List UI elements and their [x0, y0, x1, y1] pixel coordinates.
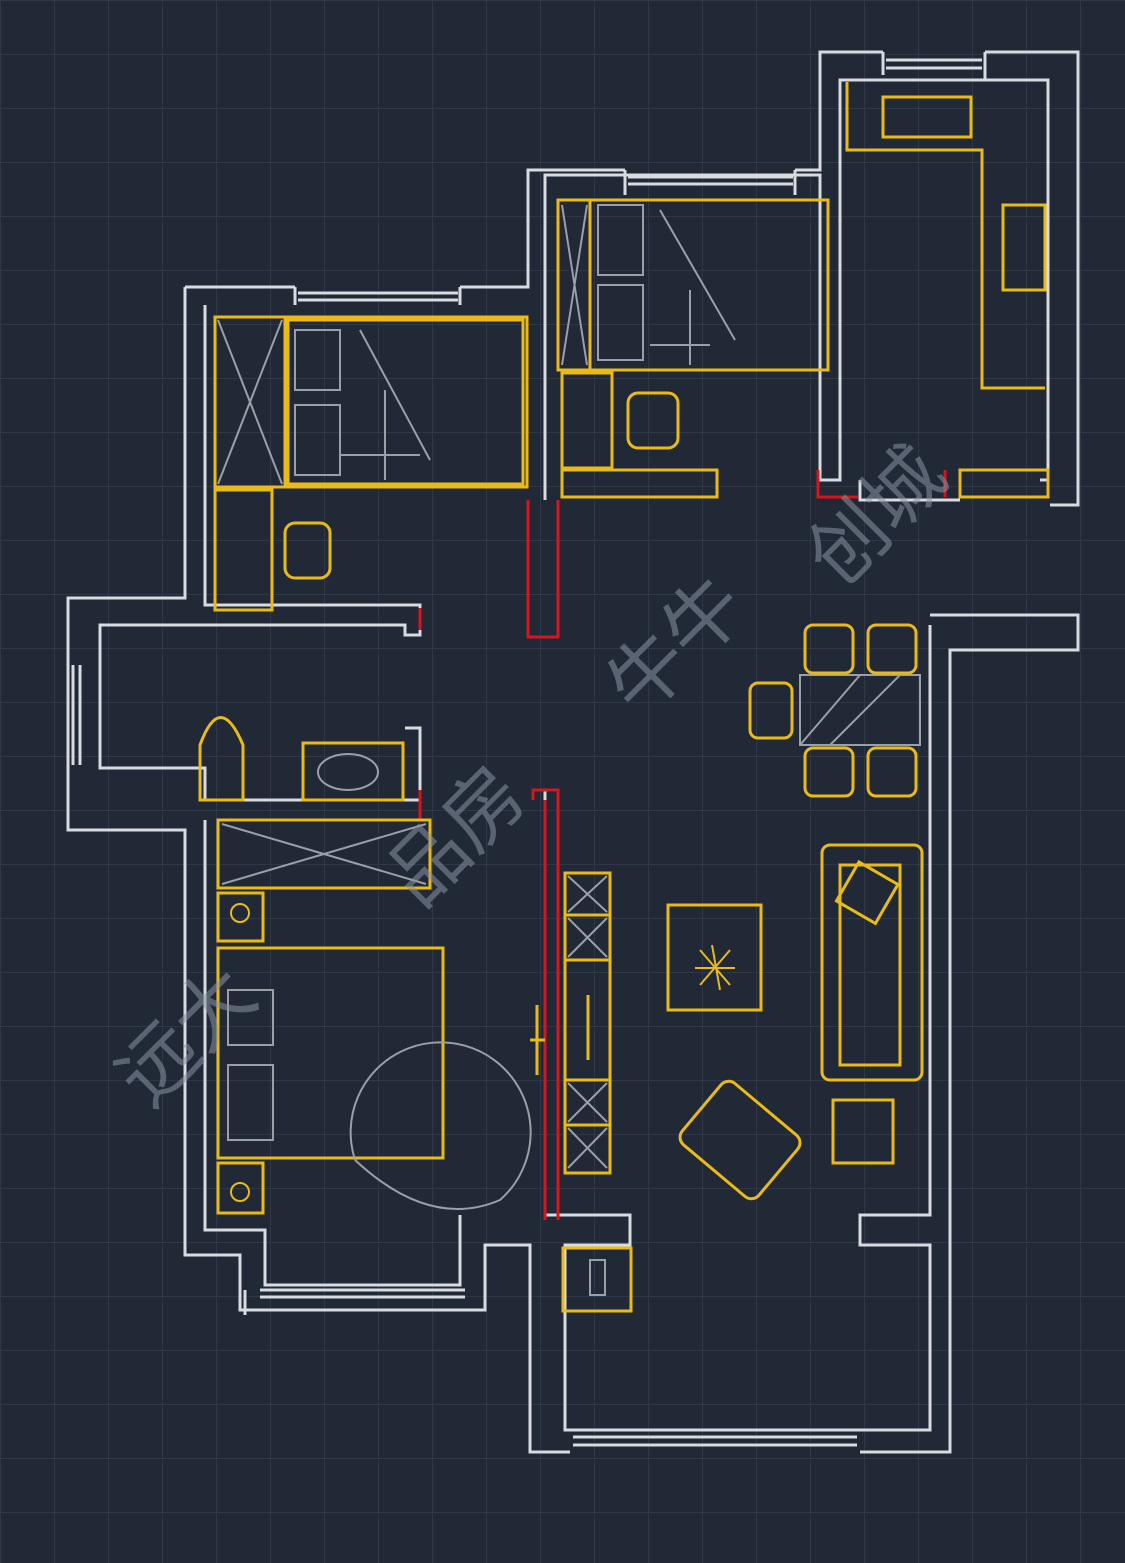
- new-walls: [418, 470, 947, 1220]
- furniture: [198, 82, 1050, 1313]
- walls: [66, 50, 1080, 1454]
